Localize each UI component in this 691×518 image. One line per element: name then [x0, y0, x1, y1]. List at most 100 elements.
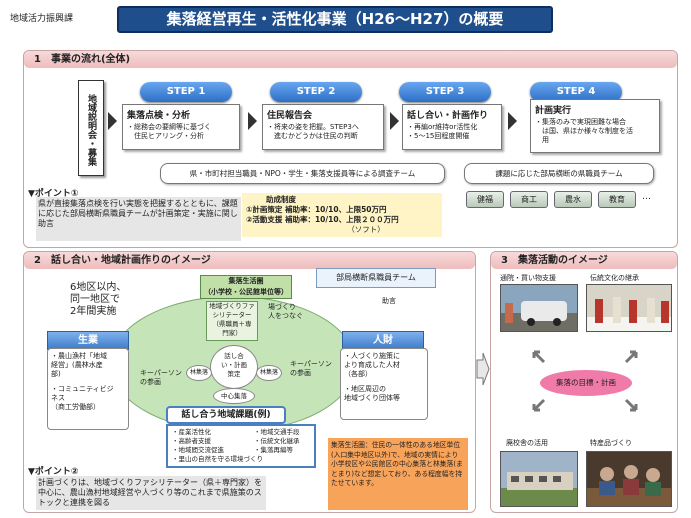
step1-box: 集落点検・分析 ・総務会の要綱等に基づく 住民ヒアリング・分析 — [122, 104, 240, 150]
photo-shopping-support — [500, 284, 578, 332]
arrow-right-icon — [476, 352, 490, 386]
subsidy-line: （ソフト） — [246, 225, 385, 234]
sangyo-items: ・農山漁村「地域 経営」(農林水産 部) ・コミュニティビジ ネス （商工労働部… — [47, 348, 129, 430]
step2-label: STEP 2 — [270, 82, 362, 102]
core-title: 集落生活圏 （小学校・公民館単位等） — [200, 275, 292, 299]
survey-team-box: 県・市町村担当職員・NPO・学生・集落支援員等による調査チーム — [160, 163, 445, 184]
step3-line: ・再編or維持or活性化 — [407, 123, 478, 131]
photo-tradition — [586, 284, 672, 332]
core-title-line: 集落生活圏 — [228, 277, 264, 285]
sangyo-item: 経営」(農林水産 — [51, 361, 103, 369]
community-note-box: 集落生活圏：住民の一体性のある地区単位(入口集中地区以外)で、地域の実情により小… — [328, 438, 468, 510]
area-note: 6地区以内、 同一地区で 2年間実施 — [70, 282, 126, 318]
step2-heading: 住民報告会 — [267, 111, 313, 121]
area-note-line: 2年間実施 — [70, 306, 117, 317]
issues-title: 話し合う地域課題(例) — [166, 406, 286, 424]
point2-title: ▼ポイント② — [28, 467, 79, 477]
section-planning-header: 2 話し合い・地域計画作りのイメージ — [24, 252, 475, 269]
hamlet-node-left: 林集落 — [186, 365, 212, 381]
sangyo-item: ・コミュニティビジ — [51, 385, 114, 393]
sangyo-item: 部) — [51, 370, 61, 378]
keyperson-line: の参画 — [140, 378, 161, 386]
arrow-right-icon — [508, 112, 517, 130]
subsidy-title: 助成制度 — [266, 195, 296, 204]
advice-label: 助言 — [382, 297, 396, 305]
issue-item: ・伝統文化継承 — [254, 437, 300, 445]
center-line: 策定 — [227, 370, 241, 378]
issue-item: ・里山の自然を守る環境づくり — [172, 455, 263, 463]
step4-box: 計画実行 ・集落のみで実現困難な場合 は国、県ほか様々な制度を活 用 — [530, 99, 660, 153]
keyperson-line: の参画 — [290, 369, 311, 377]
jinzai-item: より育成した人材 — [344, 361, 400, 369]
goal-ellipse: 集落の目標・計画 — [540, 370, 632, 396]
step3-box: 話し合い・計画作り ・再編or維持or活性化 ・5〜15回程度開催 — [402, 104, 502, 150]
facilitator-line: （県職員＋専 — [212, 320, 252, 328]
category-commerce: 商工 — [510, 191, 548, 208]
facilitator-line: 地域づくりファ — [209, 302, 255, 310]
sangyo-item: ・農山漁村「地域 — [51, 352, 107, 360]
step4-label: STEP 4 — [530, 82, 622, 102]
sangyo-item: ネス — [51, 394, 65, 402]
step1-heading: 集落点検・分析 — [127, 111, 191, 121]
jinzai-item: 地域づくり団体等 — [344, 394, 400, 402]
section-activity-header: 3 集落活動のイメージ — [491, 252, 677, 269]
issue-item: ・高齢者支援 — [172, 437, 211, 445]
hito-label: 場づくり 人をつなぐ — [268, 303, 303, 321]
step3-heading: 話し合い・計画作り — [407, 111, 489, 121]
step4-line: 用 — [535, 136, 549, 144]
subsidy-box: 助成制度 ①計画策定 補助率：10/10、上限50万円 ②活動支援 補助率：10… — [242, 193, 442, 237]
photo-school — [500, 451, 578, 507]
point1-text: 県が直接集落点検を行い実態を把握するとともに、課題に応じた部局横断県職員チームが… — [36, 197, 241, 241]
keyperson-left: キーパーソン の参画 — [140, 369, 182, 387]
hito-line: 場づくり — [268, 303, 296, 311]
center-line: 話し合 — [224, 352, 244, 360]
keyperson-line: キーパーソン — [140, 369, 182, 377]
area-note-line: 6地区以内、 — [70, 282, 127, 293]
step2-box: 住民報告会 ・将来の姿を把握。STEP3へ 進むかどうかは住民の判断 — [262, 104, 384, 150]
category-health: 健福 — [466, 191, 504, 208]
section-planning — [23, 251, 476, 513]
issues-box: ・産業活性化 ・高齢者支援 ・地域間交流促進 ・里山の自然を守る環境づくり ・地… — [166, 424, 316, 468]
department-label: 地域活力振興課 — [10, 14, 74, 24]
area-note-line: 同一地区で — [70, 294, 120, 305]
jinzai-item: ・地区周辺の — [344, 385, 386, 393]
step2-line: 進むかどうかは住民の判断 — [267, 132, 358, 140]
caption-products: 特産品づくり — [590, 439, 632, 447]
caption-school: 廃校舎の活用 — [506, 439, 548, 447]
briefing-box: 地域説明会・募集 — [78, 80, 104, 176]
facilitator-box: 地域づくりファ シリテーター （県職員＋専 門家） — [206, 301, 258, 341]
point1-title: ▼ポイント① — [28, 189, 79, 199]
keyperson-right: キーパーソン の参画 — [290, 360, 332, 378]
hito-line: 人をつなぐ — [268, 312, 303, 320]
step2-line: ・将来の姿を把握。STEP3へ — [267, 123, 359, 131]
subsidy-line: ②活動支援 補助率：10/10、上限２００万円 — [246, 215, 399, 224]
step4-heading: 計画実行 — [535, 106, 572, 116]
dept-team-box: 部局横断県職員チーム — [316, 268, 436, 288]
step4-line: は国、県ほか様々な制度を活 — [535, 127, 633, 135]
jinzai-item: （各部） — [344, 370, 372, 378]
step3-label: STEP 3 — [399, 82, 491, 102]
point2-text: 計画づくりは、地域づくりファシリテーター（県＋専門家）を中心に、農山漁村地域経営… — [36, 476, 266, 510]
page-title: 集落経営再生・活性化事業（H26〜H27）の概要 — [117, 6, 553, 33]
issue-item: ・集落再編等 — [254, 446, 293, 454]
category-more: … — [642, 192, 651, 202]
caption-hospital: 通院・買い物支援 — [500, 274, 556, 282]
category-agri: 農水 — [554, 191, 592, 208]
arrow-right-icon — [248, 112, 257, 130]
step4-line: ・集落のみで実現困難な場合 — [535, 118, 626, 126]
arrow-right-icon — [390, 112, 399, 130]
facilitator-line: 門家） — [222, 329, 242, 337]
subsidy-line: ①計画策定 補助率：10/10、上限50万円 — [246, 205, 387, 214]
section-flow — [23, 50, 678, 248]
center-line: い・計画 — [221, 361, 247, 369]
facilitator-line: シリテーター — [212, 311, 252, 319]
keyperson-line: キーパーソン — [290, 360, 332, 368]
section-flow-header: 1 事業の流れ(全体) — [24, 51, 677, 68]
caption-tradition: 伝統文化の継承 — [590, 274, 639, 282]
issue-item: ・地域間交流促進 — [172, 446, 224, 454]
core-title-line: （小学校・公民館単位等） — [204, 288, 288, 296]
goal-diagram — [532, 350, 638, 412]
center-circle: 話し合 い・計画 策定 — [210, 345, 258, 389]
step1-line: ・総務会の要綱等に基づく — [127, 123, 211, 131]
issue-item: ・地域交通手段 — [254, 428, 300, 436]
